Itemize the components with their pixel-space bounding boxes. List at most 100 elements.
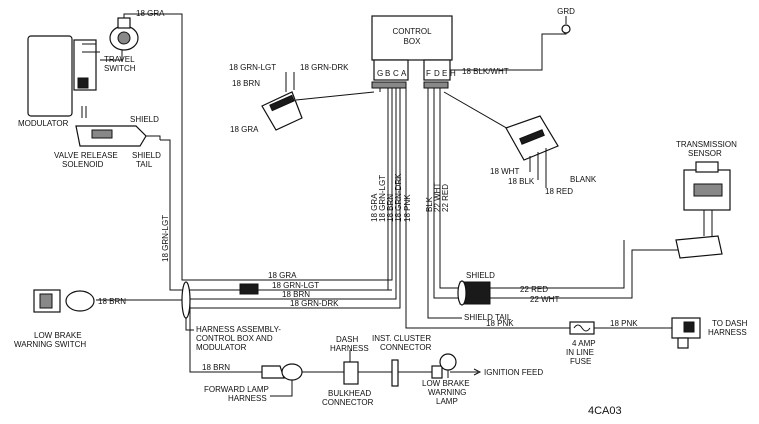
forward-lamp-harness-line-2: HARNESS <box>228 394 267 403</box>
wire-grn-lgt-left <box>160 139 392 291</box>
gra-connector-label: 18 GRA <box>230 125 259 134</box>
travel-switch-line-1: TRAVEL <box>104 55 135 64</box>
connector-pin-c: C <box>393 69 399 78</box>
pnk-right-label: 18 PNK <box>610 319 638 328</box>
shield-tail-top-line-1: SHIELD <box>132 151 161 160</box>
brn-vertical-label: 18 BRN <box>386 194 395 222</box>
shield-right-label: SHIELD <box>466 271 495 280</box>
shield-tail-top-line-2: TAIL <box>136 160 153 169</box>
grn-lgt-connector-label: 18 GRN-LGT <box>229 63 276 72</box>
brn-left-label: 18 BRN <box>98 297 126 306</box>
sensor-connector <box>675 235 723 259</box>
wires <box>96 13 680 373</box>
modulator-body <box>27 35 73 117</box>
fuse-line-1: 4 AMP <box>572 339 596 348</box>
dash-harness-left-line-2: HARNESS <box>330 344 369 353</box>
bulkhead-connector-line-2: CONNECTOR <box>322 398 374 407</box>
valve-release-solenoid-line-1: VALVE RELEASE <box>54 151 118 160</box>
connector-pin-d: D <box>434 69 440 78</box>
wire-pnk <box>405 88 570 329</box>
brn-harness-label: 18 BRN <box>282 290 310 299</box>
inst-cluster-connector-line-2: CONNECTOR <box>380 343 432 352</box>
connector-plug-left: 18 GRN-LGT 18 GRN-DRK 18 BRN 18 GRA <box>229 63 349 134</box>
fuse-line-3: FUSE <box>570 357 591 366</box>
pnk-vertical-label: 18 PNK <box>403 194 412 222</box>
control-box-line-1: CONTROL <box>392 27 432 36</box>
harness-assembly-line-2: CONTROL BOX AND <box>196 334 273 343</box>
wht-right-label: 22 WHT <box>530 295 559 304</box>
gra-top-label: 18 GRA <box>136 9 165 18</box>
harness-clamp-right <box>423 81 449 89</box>
connector-pin-e: E <box>442 69 447 78</box>
connector-pin-g: G <box>377 69 383 78</box>
blk-vertical-label: BLK <box>425 196 434 212</box>
blk-wht-label: 18 BLK/WHT <box>462 67 509 76</box>
ignition-feed: IGNITION FEED <box>473 368 543 377</box>
low-brake-warning-lamp-line-2: WARNING <box>428 388 466 397</box>
gra-harness-label: 18 GRA <box>268 271 297 280</box>
low-brake-warning-switch-line-2: WARNING SWITCH <box>14 340 86 349</box>
vertical-labels: 18 GRN-LGT 18 GRA 18 GRN-LGT 18 BRN 18 G… <box>161 173 450 262</box>
grn-lgt-vertical-label: 18 GRN-LGT <box>161 215 170 262</box>
shield-label-top: SHIELD <box>130 115 159 124</box>
harness-shield-right: SHIELD SHIELD TAIL 22 RED 22 WHT <box>457 271 559 322</box>
low-brake-warning-lamp-line-3: LAMP <box>436 397 458 406</box>
dash-harness-left-line-1: DASH <box>336 335 358 344</box>
to-dash-harness-line-2: HARNESS <box>708 328 747 337</box>
wire-to-connector1 <box>295 91 375 101</box>
bulkhead-connector-line-1: BULKHEAD <box>328 389 371 398</box>
harness-assembly-line-3: MODULATOR <box>196 343 247 352</box>
wire-gra-top <box>123 13 393 281</box>
wire-blk-wht <box>450 28 567 71</box>
low-brake-warning-lamp-line-1: LOW BRAKE <box>422 379 470 388</box>
ground-terminal: GRD <box>557 7 575 34</box>
pnk-mid-label: 18 PNK <box>486 319 514 328</box>
connector-pin-b: B <box>385 69 390 78</box>
blk-connector-label: 18 BLK <box>508 177 535 186</box>
grd-label: GRD <box>557 7 575 16</box>
travel-switch-line-2: SWITCH <box>104 64 136 73</box>
modulator-label: MODULATOR <box>18 119 69 128</box>
transmission-sensor-line-1: TRANSMISSION <box>676 140 737 149</box>
shield-tail-right-label: SHIELD TAIL <box>464 313 512 322</box>
low-brake-warning-switch-line-1: LOW BRAKE <box>34 331 82 340</box>
control-box-line-2: BOX <box>404 37 422 46</box>
control-box-connector-right <box>423 59 451 81</box>
brn-connector-label: 18 BRN <box>232 79 260 88</box>
harness-clamp-left <box>371 81 407 89</box>
modulator: MODULATOR <box>18 35 100 128</box>
wire-grn-drk-harness <box>182 88 401 309</box>
inst-cluster-connector-line-1: INST. CLUSTER <box>372 334 431 343</box>
harness-shield-left <box>181 281 259 319</box>
forward-lamp-harness-line-1: FORWARD LAMP <box>204 385 269 394</box>
harness-assembly-line-1: HARNESS ASSEMBLY- <box>196 325 281 334</box>
control-box-body <box>371 15 453 61</box>
wire-to-connector2 <box>443 91 511 131</box>
wire-blk-right <box>427 88 462 319</box>
connector-pin-h: H <box>450 69 456 78</box>
brn-bottom-label: 18 BRN <box>202 363 230 372</box>
transmission-sensor-line-2: SENSOR <box>688 149 722 158</box>
